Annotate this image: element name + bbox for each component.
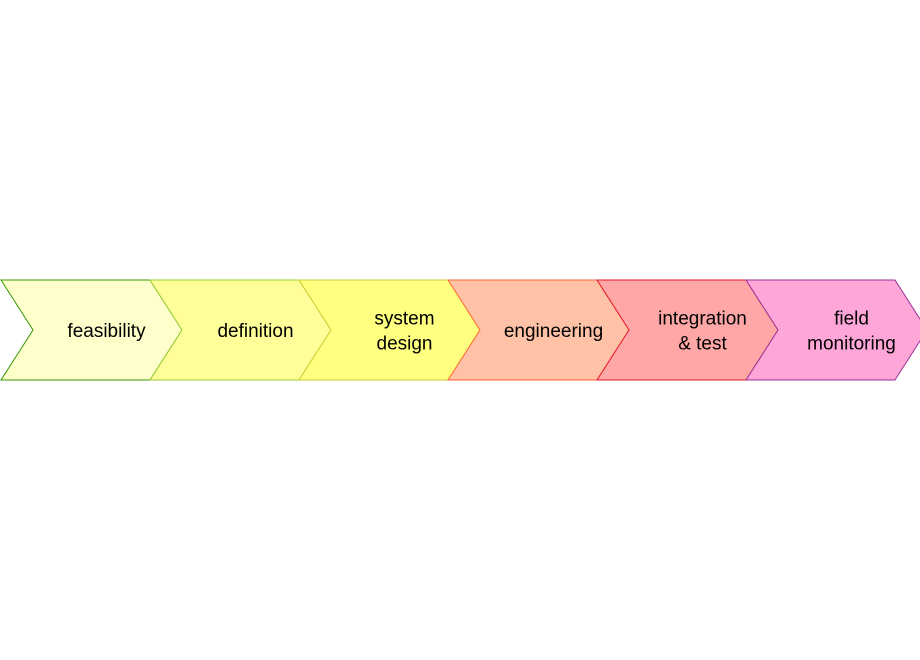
stage-label: engineering xyxy=(504,321,603,342)
stage-label: & test xyxy=(678,334,727,355)
chevron-shape xyxy=(745,279,920,381)
stage-label: monitoring xyxy=(807,334,896,355)
stage-chevron-5: integration & test xyxy=(596,279,779,381)
stage-label: feasibility xyxy=(67,321,146,342)
stage-label: integration xyxy=(658,309,747,330)
stage-label: definition xyxy=(217,321,293,342)
stage-label: system xyxy=(374,309,434,330)
stage-chevron-6: field monitoring xyxy=(745,279,920,381)
stage-label: field xyxy=(834,309,869,330)
stage-chevron-3: system design xyxy=(298,279,481,381)
stage-label: design xyxy=(377,334,433,355)
stage-chevron-1: feasibility xyxy=(0,279,183,381)
